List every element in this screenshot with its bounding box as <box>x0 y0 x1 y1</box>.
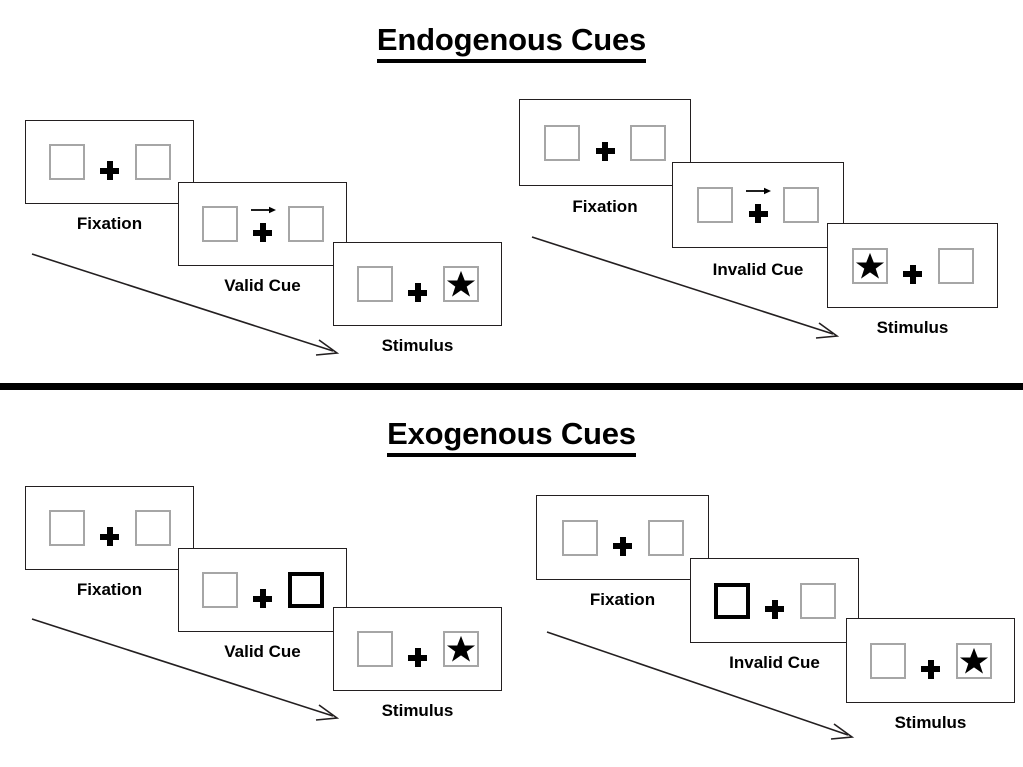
fixation-cross-icon <box>100 161 119 180</box>
star-icon <box>446 270 475 297</box>
time-arrow-endogenous-invalid <box>531 236 840 339</box>
stim-box-left <box>48 510 85 546</box>
stim-box-left <box>201 572 238 608</box>
arrow-right-icon <box>746 187 771 195</box>
caption-endogenous-invalid-stimulus: Stimulus <box>876 318 949 337</box>
stim-box-left <box>851 247 888 284</box>
stim-box-left <box>356 631 393 667</box>
center-column <box>96 142 124 182</box>
stim-box-right-cued <box>287 572 324 608</box>
fixation-cross-icon <box>903 264 922 284</box>
stim-box-left <box>544 124 580 161</box>
caption-endogenous-invalid-cue: Invalid Cue <box>712 260 804 279</box>
center-column <box>591 123 619 163</box>
star-icon <box>959 647 988 674</box>
panel-endogenous-invalid-cue <box>672 162 844 248</box>
section-title-exogenous-text: Exogenous Cues <box>387 416 636 457</box>
caption-exogenous-invalid-stimulus: Stimulus <box>894 713 967 732</box>
panel-content <box>48 508 171 548</box>
stim-box-right <box>783 187 819 223</box>
caption-exogenous-invalid-fixation: Fixation <box>589 590 656 609</box>
center-column <box>404 264 432 304</box>
stim-box-right <box>799 582 836 619</box>
panel-content <box>851 246 974 286</box>
panel-endogenous-valid-stimulus <box>333 242 502 326</box>
arrow-right-icon <box>250 206 276 214</box>
center-column <box>761 581 789 621</box>
stim-box-right <box>937 247 974 284</box>
panel-content <box>201 204 324 244</box>
stim-box-right <box>134 510 171 546</box>
panel-endogenous-valid-cue <box>178 182 347 266</box>
stim-box-right <box>647 519 684 556</box>
caption-endogenous-valid-stimulus: Stimulus <box>381 336 454 355</box>
stim-box-left <box>869 642 906 679</box>
stim-box-left <box>561 519 598 556</box>
center-column <box>899 246 927 286</box>
panel-content <box>697 185 819 225</box>
panel-exogenous-invalid-cue <box>690 558 859 643</box>
caption-exogenous-valid-cue: Valid Cue <box>224 642 301 661</box>
fixation-cross-icon <box>100 527 119 546</box>
panel-endogenous-valid-fixation <box>25 120 194 204</box>
stim-box-right <box>134 144 171 180</box>
panel-content <box>356 264 479 304</box>
panel-exogenous-invalid-stimulus <box>846 618 1015 703</box>
center-column <box>609 518 637 558</box>
fixation-cross-icon <box>748 204 768 223</box>
panel-content <box>544 123 666 163</box>
stim-box-left <box>201 206 238 242</box>
caption-endogenous-valid-fixation: Fixation <box>76 214 143 233</box>
panel-endogenous-invalid-stimulus <box>827 223 998 308</box>
center-column <box>249 570 277 610</box>
stim-box-right <box>442 631 479 667</box>
panel-content <box>356 629 479 669</box>
panel-exogenous-valid-cue <box>178 548 347 632</box>
fixation-cross-icon <box>765 599 784 619</box>
fixation-cross-icon <box>408 648 427 667</box>
fixation-cross-icon <box>253 223 272 242</box>
stim-box-right <box>630 124 666 161</box>
caption-endogenous-valid-cue: Valid Cue <box>224 276 301 295</box>
section-title-endogenous-text: Endogenous Cues <box>376 22 646 63</box>
panel-content <box>869 641 992 681</box>
stim-box-left <box>48 144 85 180</box>
fixation-cross-icon <box>408 283 427 302</box>
section-title-exogenous: Exogenous Cues <box>0 416 1023 457</box>
fixation-cross-icon <box>595 141 615 161</box>
stim-box-left <box>356 266 393 302</box>
panel-exogenous-invalid-fixation <box>536 495 709 580</box>
center-column <box>404 629 432 669</box>
fixation-cross-icon <box>613 536 632 556</box>
panel-exogenous-valid-fixation <box>25 486 194 570</box>
center-column <box>744 185 772 225</box>
panel-exogenous-valid-stimulus <box>333 607 502 691</box>
panel-content <box>713 581 836 621</box>
fixation-cross-icon <box>253 589 272 608</box>
fixation-cross-icon <box>921 659 940 679</box>
star-icon <box>855 252 884 279</box>
caption-exogenous-valid-fixation: Fixation <box>76 580 143 599</box>
caption-exogenous-invalid-cue: Invalid Cue <box>729 653 820 672</box>
stim-box-right <box>442 266 479 302</box>
stim-box-left-cued <box>713 582 750 619</box>
caption-endogenous-invalid-fixation: Fixation <box>572 197 638 216</box>
section-divider <box>0 383 1023 390</box>
stim-box-right <box>955 642 992 679</box>
panel-endogenous-invalid-fixation <box>519 99 691 186</box>
center-column <box>249 204 277 244</box>
section-title-endogenous: Endogenous Cues <box>0 22 1023 63</box>
caption-exogenous-valid-stimulus: Stimulus <box>381 701 454 720</box>
stim-box-right <box>287 206 324 242</box>
center-column <box>917 641 945 681</box>
panel-content <box>561 518 684 558</box>
stim-box-left <box>697 187 733 223</box>
time-arrow-exogenous-invalid <box>546 631 855 740</box>
panel-content <box>48 142 171 182</box>
panel-content <box>201 570 324 610</box>
center-column <box>96 508 124 548</box>
star-icon <box>446 635 475 662</box>
